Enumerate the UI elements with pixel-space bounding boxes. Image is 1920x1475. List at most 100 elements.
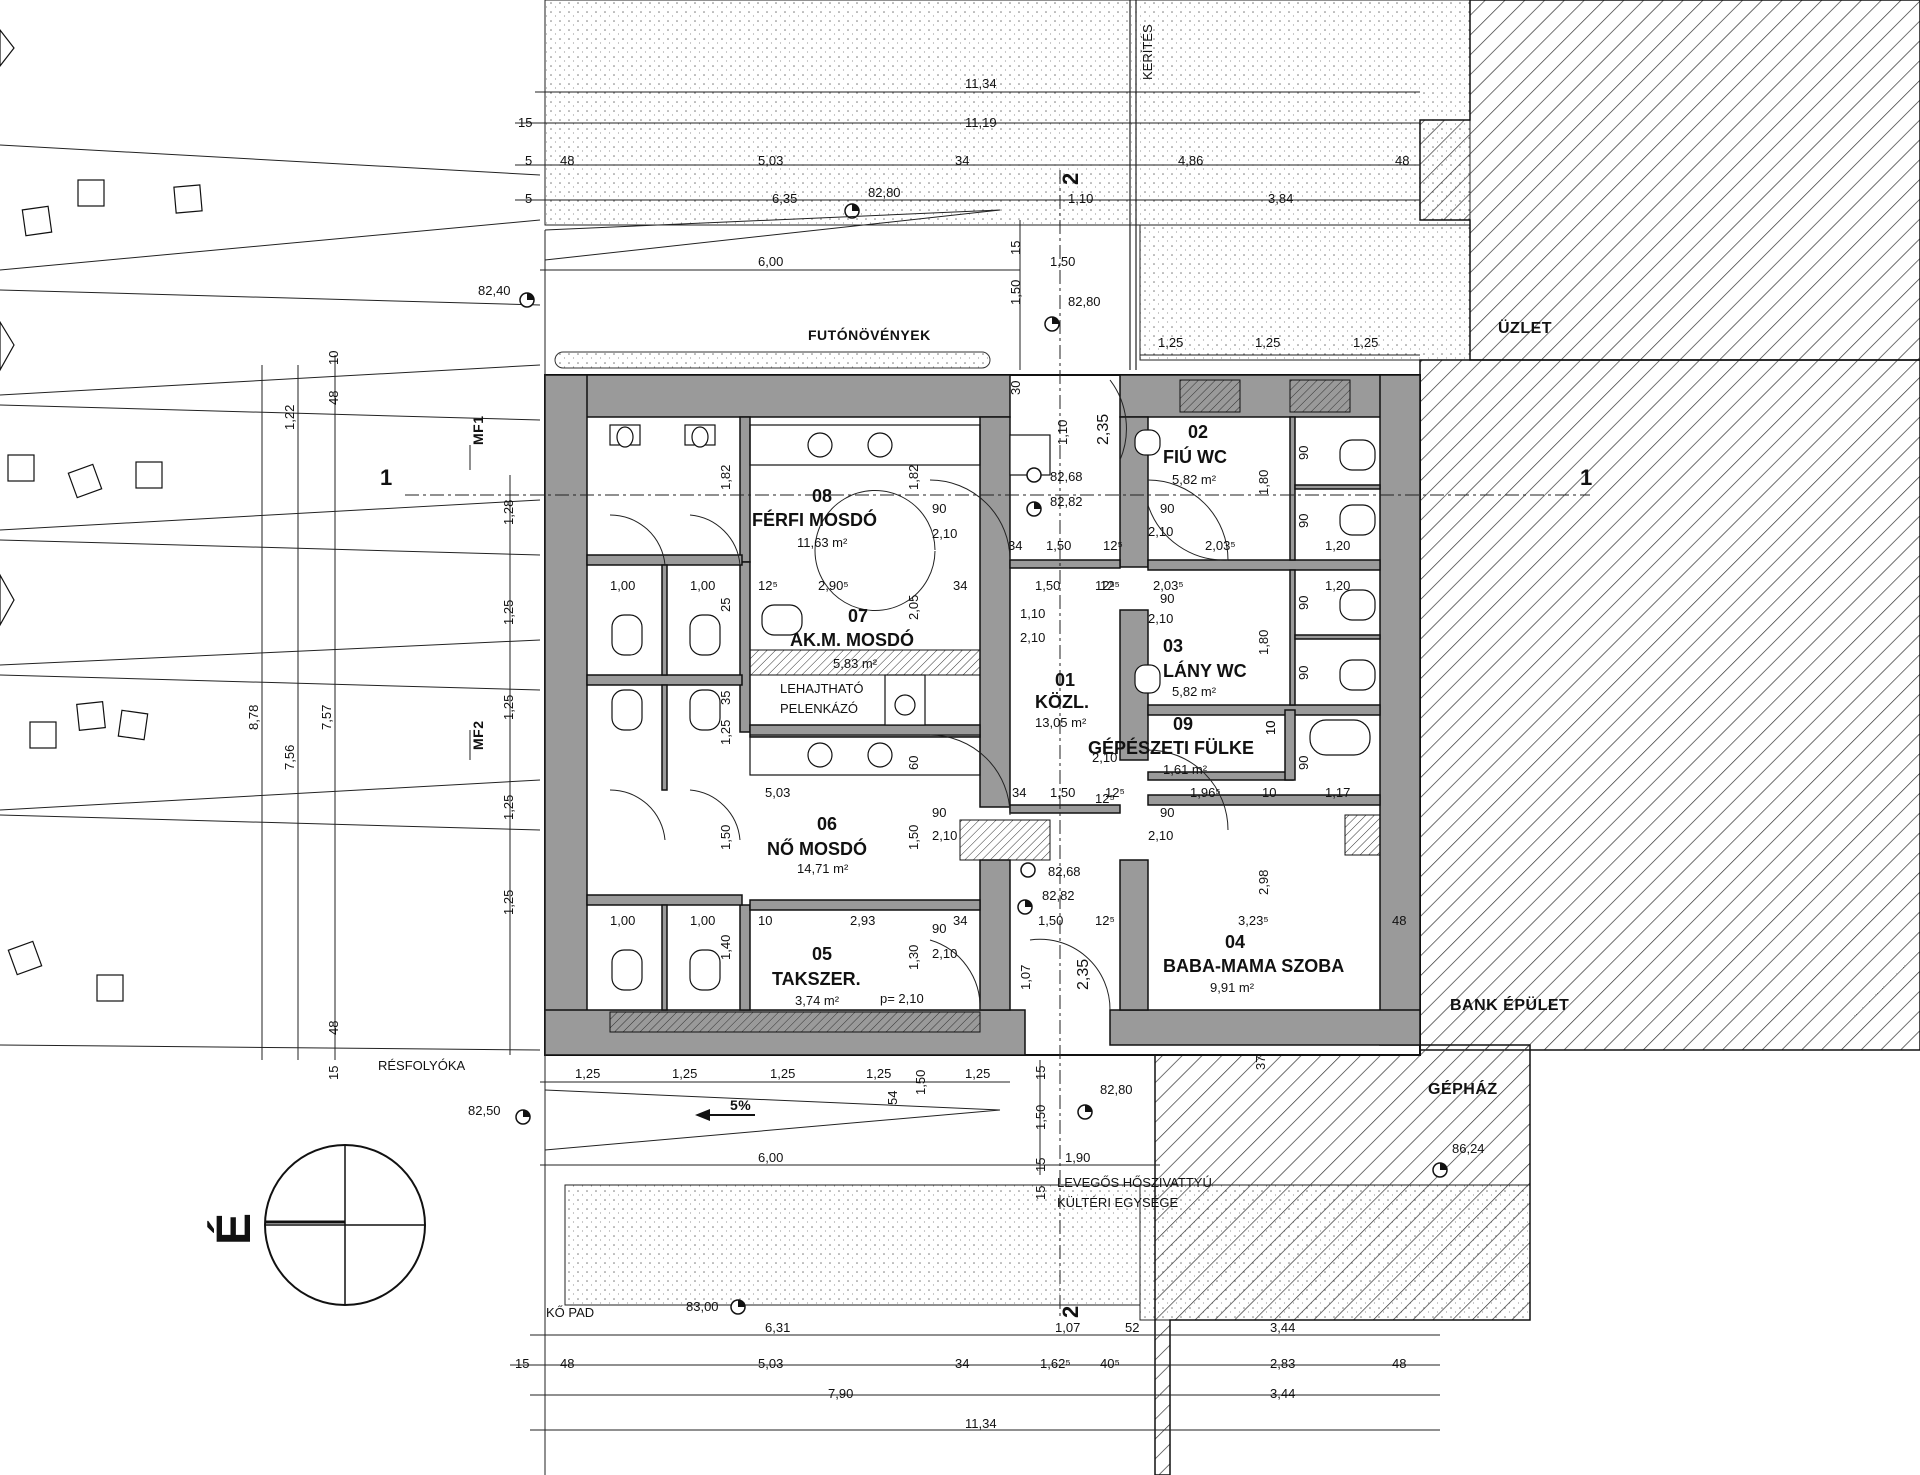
gephaz-building bbox=[1154, 1044, 1531, 1475]
dimension-label: 7,90 bbox=[828, 1386, 853, 1401]
dimension-label: 3,44 bbox=[1270, 1386, 1295, 1401]
paved-area-bottom bbox=[564, 1184, 1141, 1306]
level-marker-icon bbox=[1044, 316, 1060, 332]
dimension-label: 2,10 bbox=[932, 828, 957, 843]
dimension-label: 2,98 bbox=[1256, 870, 1271, 895]
dimension-label: 1,50 bbox=[1035, 578, 1060, 593]
room-name: TAKSZER. bbox=[772, 969, 861, 989]
dimension-label: 1,50 bbox=[906, 825, 921, 850]
p-value-label: p= 2,10 bbox=[880, 991, 924, 1006]
room-04: 04 BABA-MAMA SZOBA 9,91 m² bbox=[1163, 932, 1344, 995]
dimension-label: 90 bbox=[1296, 446, 1311, 460]
dimension-label: 48 bbox=[560, 1356, 574, 1371]
level-marker-icon bbox=[1432, 1162, 1448, 1178]
dimension-label: 54 bbox=[885, 1091, 900, 1105]
uzlet-building bbox=[1419, 0, 1920, 361]
dimension-label: 10 bbox=[1263, 721, 1278, 735]
dimension-label: 1,50 bbox=[718, 825, 733, 850]
room-name: FIÚ WC bbox=[1163, 446, 1227, 467]
dimension-label: 90 bbox=[1160, 591, 1174, 606]
site-labels: FUTÓNÖVÉNYEK ÜZLET KERÍTÉS BANK ÉPÜLET G… bbox=[207, 24, 1592, 1320]
dimension-lines bbox=[261, 91, 1440, 1475]
dimension-label: 1,96⁵ bbox=[1190, 785, 1221, 800]
dimension-label: 1,25 bbox=[1255, 335, 1280, 350]
level-label: 82,68 bbox=[1050, 469, 1083, 484]
dimension-label: 2,10 bbox=[1020, 630, 1045, 645]
label-kerites: KERÍTÉS bbox=[1140, 24, 1155, 80]
dimension-label: 90 bbox=[1296, 666, 1311, 680]
dimension-label: 48 bbox=[326, 1021, 341, 1035]
dimension-label: 11,19 bbox=[965, 115, 997, 130]
dimension-label: 1,20 bbox=[1325, 578, 1350, 593]
dimension-label: 15 bbox=[1033, 1066, 1048, 1080]
dimension-label: 15 bbox=[1033, 1158, 1048, 1172]
dimension-label: 1,50 bbox=[1008, 280, 1023, 305]
label-resfolyoka: RÉSFOLYÓKA bbox=[378, 1058, 466, 1073]
dimension-label: 2,03⁵ bbox=[1205, 538, 1236, 553]
level-marker-icon bbox=[844, 203, 860, 219]
dimension-label: 15 bbox=[1033, 1186, 1048, 1200]
level-label: 82,82 bbox=[1042, 888, 1075, 903]
dimension-label: 1,25 bbox=[501, 795, 516, 820]
room-number: 07 bbox=[848, 606, 868, 626]
room-09: 09 GÉPÉSZETI FÜLKE 1,61 m² bbox=[1088, 714, 1254, 777]
dimension-label: 48 bbox=[1392, 913, 1406, 928]
dimension-label: 12⁵ bbox=[1100, 578, 1120, 593]
dimension-label: 40⁵ bbox=[1100, 1356, 1120, 1371]
room-name: AK.M. MOSDÓ bbox=[790, 629, 914, 650]
level-marker-icon bbox=[1020, 862, 1036, 878]
level-marker-icon bbox=[1077, 1104, 1093, 1120]
dimension-label: 5,03 bbox=[765, 785, 790, 800]
site-lines bbox=[0, 144, 541, 1051]
level-marker-icon bbox=[1026, 467, 1042, 483]
level-label: 83,00 bbox=[686, 1299, 719, 1314]
dimension-label: 12⁵ bbox=[758, 578, 778, 593]
north-label: É bbox=[207, 1213, 261, 1245]
dimension-label: 1,25 bbox=[965, 1066, 990, 1081]
fixtures bbox=[264, 379, 1376, 1306]
level-label: 82,40 bbox=[478, 283, 511, 298]
room-name: LÁNY WC bbox=[1163, 660, 1247, 681]
dimension-label: 1,50 bbox=[1050, 254, 1075, 269]
dimension-label: 90 bbox=[1296, 596, 1311, 610]
dimension-label: 34 bbox=[1008, 538, 1022, 553]
dimension-label: 2,05 bbox=[906, 595, 921, 620]
room-area: 5,83 m² bbox=[833, 656, 878, 671]
room-number: 01 bbox=[1055, 670, 1075, 690]
dimension-label: 3,23⁵ bbox=[1238, 913, 1269, 928]
dimension-label: 1,40 bbox=[718, 935, 733, 960]
dimension-label: 4,86 bbox=[1178, 153, 1203, 168]
section-mark-left: 1 bbox=[380, 465, 393, 490]
dimension-label: 1,22 bbox=[282, 405, 297, 430]
dimension-label: 1,50 bbox=[1033, 1105, 1048, 1130]
dimension-text: 11,34 15 11,19 5 48 5,03 34 4,86 48 5 6,… bbox=[246, 76, 1409, 1431]
dimension-label: 90 bbox=[1160, 805, 1174, 820]
room-area: 14,71 m² bbox=[797, 861, 849, 876]
dimension-label: 48 bbox=[326, 391, 341, 405]
dimension-label: 1,00 bbox=[690, 578, 715, 593]
dimension-label: 2,10 bbox=[1148, 524, 1173, 539]
level-markers: 82,80 82,40 82,80 82,68 82,82 82,68 82,8… bbox=[468, 185, 1485, 1315]
room-number: 03 bbox=[1163, 636, 1183, 656]
room-number: 04 bbox=[1225, 932, 1245, 952]
level-label: 82,80 bbox=[1068, 294, 1101, 309]
dimension-label: 1,25 bbox=[866, 1066, 891, 1081]
dimension-label: 90 bbox=[932, 805, 946, 820]
dimension-label: 7,56 bbox=[282, 745, 297, 770]
dimension-label: 2,10 bbox=[1148, 828, 1173, 843]
room-area: 9,91 m² bbox=[1210, 980, 1255, 995]
room-05: 05 TAKSZER. 3,74 m² bbox=[772, 944, 861, 1008]
label-levegos-1: LEVEGŐS HŐSZIVATTYÚ bbox=[1057, 1175, 1212, 1190]
dimension-label: 1,10 bbox=[1068, 191, 1093, 206]
level-label: 82,82 bbox=[1050, 494, 1083, 509]
dimension-label: 52 bbox=[1125, 1320, 1139, 1335]
room-01: 01 KÖZL. 13,05 m² bbox=[1035, 670, 1089, 730]
room-number: 08 bbox=[812, 486, 832, 506]
dimension-label: 1,25 bbox=[501, 695, 516, 720]
dimension-label: 1,82 bbox=[718, 465, 733, 490]
dimension-label: 5,03 bbox=[758, 153, 783, 168]
paved-area-top bbox=[544, 0, 1471, 226]
door-swings bbox=[609, 379, 1229, 1011]
room-06: 06 NŐ MOSDÓ 14,71 m² bbox=[767, 814, 867, 876]
